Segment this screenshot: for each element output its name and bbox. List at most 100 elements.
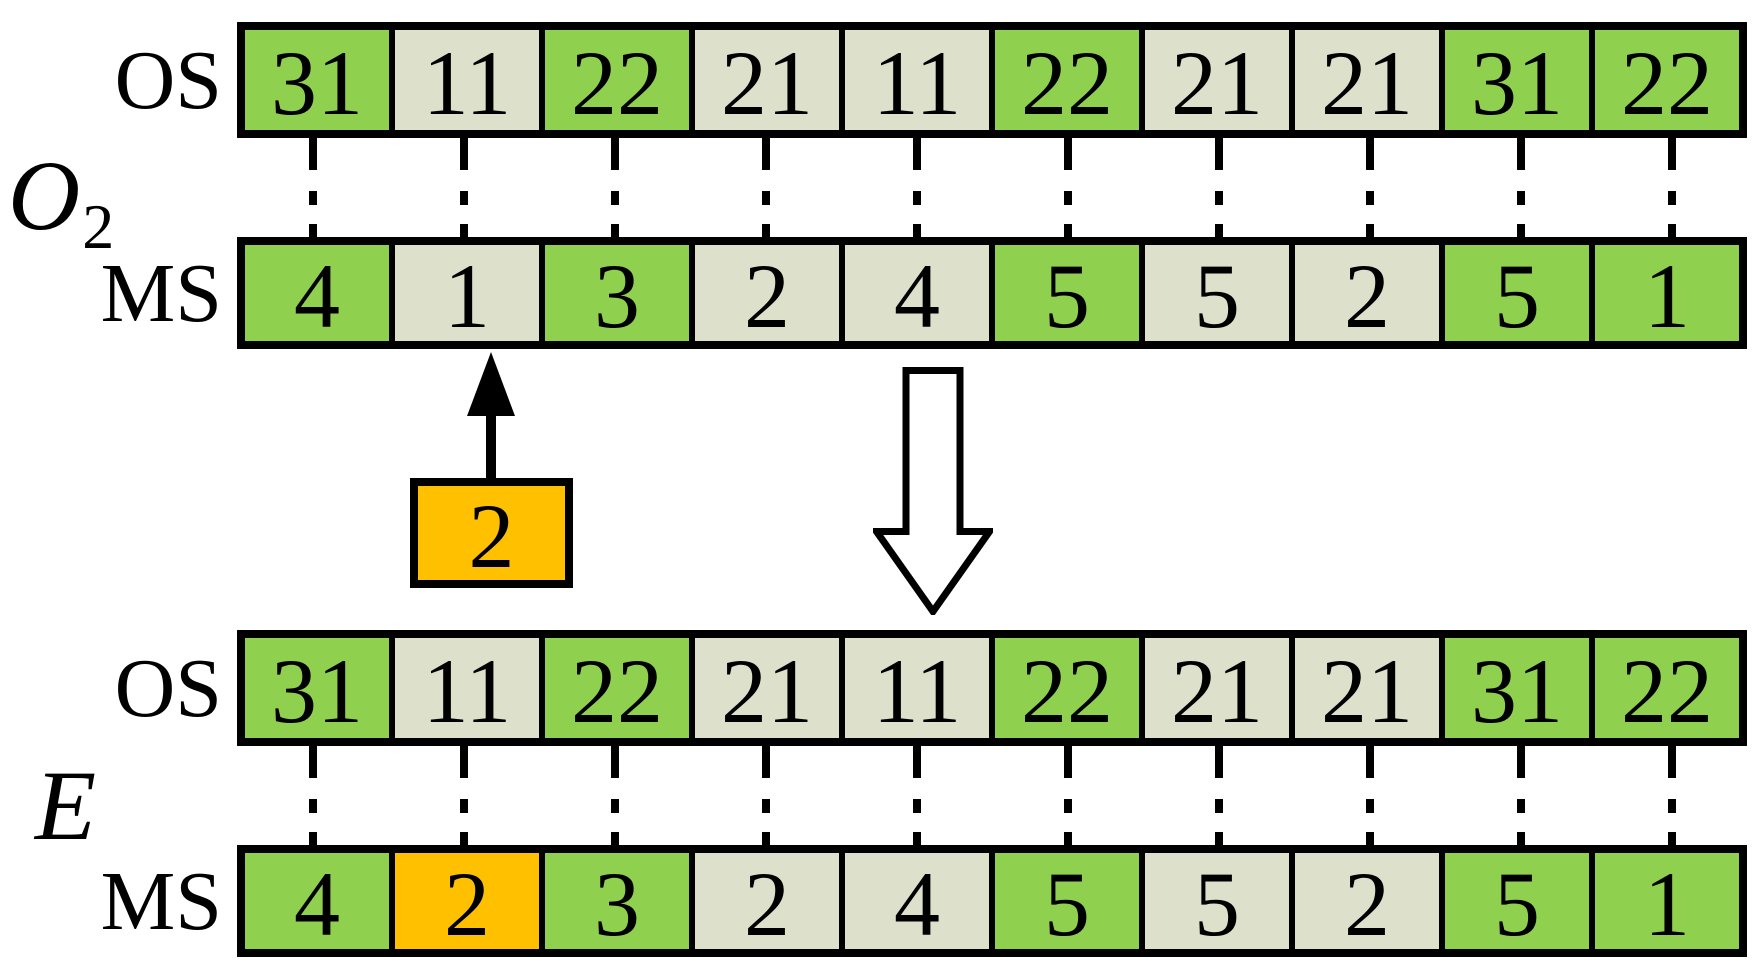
- dashed-link-slot: [539, 746, 690, 845]
- gene-value: 5: [1194, 853, 1240, 955]
- dashed-link-slot: [1596, 746, 1747, 845]
- gene-cell: 5: [1442, 850, 1592, 952]
- gene-cell: 4: [842, 850, 992, 952]
- dashed-link: [1214, 138, 1223, 237]
- gene-cell: 5: [1142, 242, 1292, 344]
- gene-cell: 1: [1592, 242, 1742, 344]
- e-ms-row: 4 2 3 2 4 5 5: [237, 845, 1747, 957]
- dashed-link-slot: [841, 746, 992, 845]
- gene-cell: 3: [542, 242, 692, 344]
- dashed-link-slot: [237, 138, 388, 237]
- gene-cell: 31: [1442, 27, 1592, 133]
- dashed-link-slot: [690, 746, 841, 845]
- gene-value: 31: [1471, 640, 1563, 742]
- gene-cell: 11: [842, 635, 992, 741]
- gene-value: 1: [444, 245, 490, 347]
- dashed-link: [308, 746, 317, 845]
- e-os-row: 31 11 22 21 11 22 21: [237, 630, 1747, 746]
- gene-cell: 4: [842, 242, 992, 344]
- dashed-link: [912, 746, 921, 845]
- o2-ms-row-label: MS: [100, 246, 222, 340]
- gene-value: 1: [1644, 245, 1690, 347]
- gene-cell: 2: [692, 242, 842, 344]
- chromosome-o2-label-subscript: 2: [82, 191, 115, 262]
- dashed-link-slot: [539, 138, 690, 237]
- gene-cell: 3: [542, 850, 692, 952]
- gene-cell: 21: [1292, 635, 1442, 741]
- gene-value: 21: [1171, 32, 1263, 134]
- dashed-link-slot: [841, 138, 992, 237]
- o2-os-ms-dashed-links: [237, 138, 1747, 237]
- transform-down-arrow-icon: [873, 367, 993, 615]
- dashed-link: [1516, 138, 1525, 237]
- dashed-link-slot: [1143, 746, 1294, 845]
- gene-cell: 21: [1142, 635, 1292, 741]
- dashed-link: [1516, 746, 1525, 845]
- gene-value: 11: [872, 32, 962, 134]
- dashed-link: [1063, 138, 1072, 237]
- gene-cell: 21: [692, 27, 842, 133]
- gene-value: 2: [1344, 245, 1390, 347]
- e-os-ms-dashed-links: [237, 746, 1747, 845]
- dashed-link-slot: [1143, 138, 1294, 237]
- dashed-link-slot: [1445, 138, 1596, 237]
- gene-cell: 11: [392, 635, 542, 741]
- dashed-link: [761, 746, 770, 845]
- dashed-link: [610, 746, 619, 845]
- gene-value: 4: [294, 853, 340, 955]
- gene-value: 1: [1644, 853, 1690, 955]
- gene-cell: 2: [1292, 242, 1442, 344]
- gene-cell: 1: [392, 242, 542, 344]
- gene-value: 5: [1494, 853, 1540, 955]
- gene-cell: 21: [1292, 27, 1442, 133]
- gene-value: 5: [1194, 245, 1240, 347]
- gene-value: 2: [744, 245, 790, 347]
- dashed-link: [1365, 138, 1374, 237]
- gene-cell: 22: [1592, 635, 1742, 741]
- dashed-link-slot: [1445, 746, 1596, 845]
- mutation-value-box: 2: [410, 478, 573, 588]
- dashed-link: [459, 746, 468, 845]
- mutation-value: 2: [468, 485, 515, 587]
- gene-cell: 21: [1142, 27, 1292, 133]
- gene-value: 2: [1344, 853, 1390, 955]
- gene-value: 2: [744, 853, 790, 955]
- gene-cell: 1: [1592, 850, 1742, 952]
- gene-value: 22: [1021, 640, 1113, 742]
- gene-cell: 5: [1442, 242, 1592, 344]
- o2-ms-row: 4 1 3 2 4 5 5: [237, 237, 1747, 349]
- gene-cell: 22: [1592, 27, 1742, 133]
- gene-value: 5: [1044, 853, 1090, 955]
- gene-value: 11: [422, 32, 512, 134]
- e-os-row-label: OS: [114, 641, 222, 735]
- gene-value: 5: [1044, 245, 1090, 347]
- gene-cell: 5: [1142, 850, 1292, 952]
- dashed-link-slot: [1596, 138, 1747, 237]
- dashed-link: [1365, 746, 1374, 845]
- mutation-up-arrow-icon: [467, 352, 515, 478]
- gene-cell: 2: [392, 850, 542, 952]
- gene-value: 22: [1621, 32, 1713, 134]
- gene-value: 11: [872, 640, 962, 742]
- dashed-link: [459, 138, 468, 237]
- dashed-link-slot: [388, 746, 539, 845]
- dashed-link: [1667, 138, 1676, 237]
- gene-value: 31: [271, 32, 363, 134]
- gene-value: 31: [1471, 32, 1563, 134]
- gene-cell: 4: [242, 242, 392, 344]
- gene-cell: 22: [542, 27, 692, 133]
- dashed-link-slot: [992, 138, 1143, 237]
- gene-cell: 31: [1442, 635, 1592, 741]
- chromosome-e-label-base: E: [35, 749, 97, 861]
- gene-cell: 21: [692, 635, 842, 741]
- gene-cell: 2: [1292, 850, 1442, 952]
- dashed-link-slot: [992, 746, 1143, 845]
- gene-cell: 11: [392, 27, 542, 133]
- gene-value: 3: [594, 245, 640, 347]
- gene-value: 22: [1621, 640, 1713, 742]
- dashed-link: [761, 138, 770, 237]
- gene-cell: 5: [992, 850, 1142, 952]
- dashed-link: [308, 138, 317, 237]
